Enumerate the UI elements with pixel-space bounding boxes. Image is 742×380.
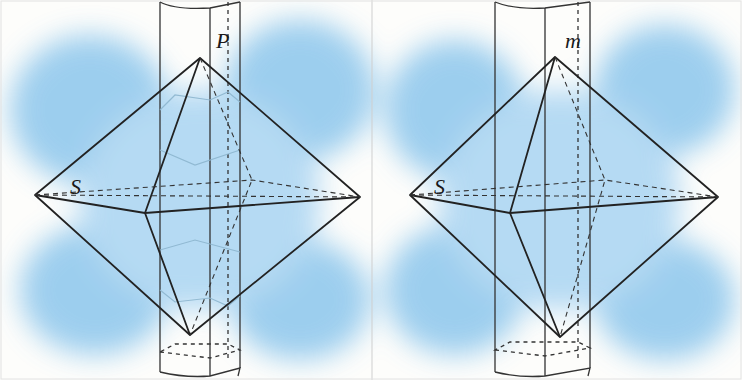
- face-label: m: [565, 30, 581, 52]
- face-label: S: [70, 176, 81, 198]
- face-label: P: [216, 30, 229, 52]
- face-label: S: [434, 176, 445, 198]
